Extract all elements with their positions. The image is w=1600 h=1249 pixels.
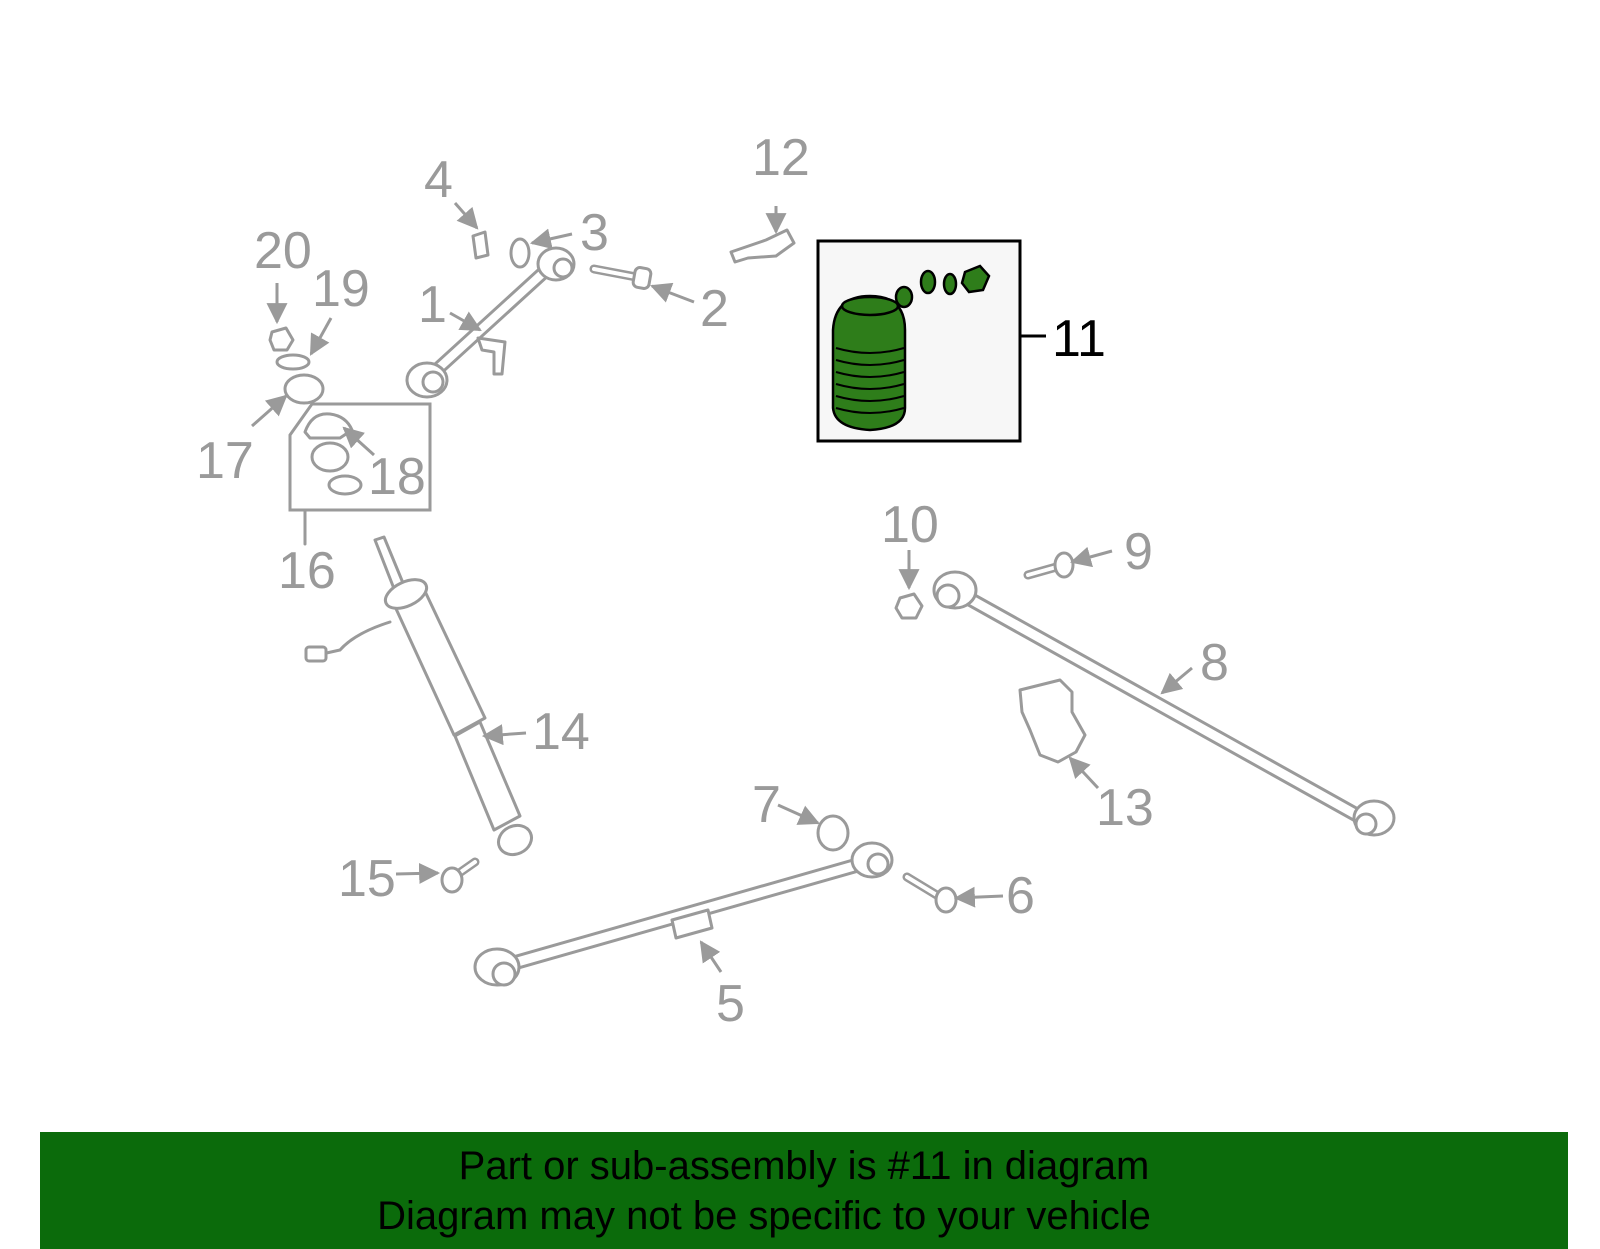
- part-7-nut: [816, 814, 850, 852]
- part-4-nut: [471, 230, 490, 260]
- callout-4: 4: [424, 151, 453, 209]
- banner-line-disclaimer: Diagram may not be specific to your vehi…: [377, 1194, 1151, 1238]
- part-6-bolt: [902, 872, 958, 914]
- part-14-shock-absorber: [304, 535, 534, 857]
- part-15-bolt: [440, 857, 480, 894]
- callout-11: 11: [1052, 310, 1106, 368]
- banner-line-part-number: Part or sub-assembly is #11 in diagram: [458, 1144, 1150, 1188]
- callout-19: 19: [312, 260, 370, 318]
- part-2-bolt: [589, 264, 653, 290]
- part-16-mount-box: [288, 402, 432, 546]
- leader-lines: [251, 202, 1193, 973]
- part-12-bracket: [729, 228, 796, 264]
- part-9-bolt: [1023, 551, 1075, 580]
- callout-7: 7: [752, 776, 781, 834]
- callout-3: 3: [580, 204, 609, 262]
- callout-20: 20: [254, 222, 312, 280]
- callout-14: 14: [532, 703, 590, 761]
- callout-16: 16: [278, 542, 336, 600]
- part-5-lower-arm: [473, 841, 894, 987]
- callout-12: 12: [752, 129, 810, 187]
- callout-6: 6: [1006, 867, 1035, 925]
- callout-18: 18: [368, 448, 426, 506]
- callout-13: 13: [1096, 779, 1154, 837]
- callout-2: 2: [700, 280, 729, 338]
- part-17-insulator: [283, 373, 325, 405]
- part-3-washer: [509, 237, 531, 269]
- callout-15: 15: [338, 850, 396, 908]
- part-20-nut: [268, 326, 295, 352]
- part-19-washer: [275, 353, 311, 371]
- part-18-mount-stack: [303, 412, 363, 496]
- callout-1: 1: [418, 276, 447, 334]
- info-banner: Part or sub-assembly is #11 in diagram D…: [40, 1132, 1568, 1249]
- part-11-assembly-box: [816, 239, 1046, 443]
- part-8-lateral-rod: [932, 570, 1396, 837]
- part-13-bracket: [1018, 678, 1087, 764]
- part-10-nut: [894, 592, 924, 620]
- callout-5: 5: [716, 975, 745, 1033]
- callout-10: 10: [881, 496, 939, 554]
- part-11-air-spring: [831, 264, 991, 432]
- callout-9: 9: [1124, 523, 1153, 581]
- callout-17: 17: [196, 432, 254, 490]
- callout-8: 8: [1200, 634, 1229, 692]
- part-1-upper-arm: [405, 246, 576, 399]
